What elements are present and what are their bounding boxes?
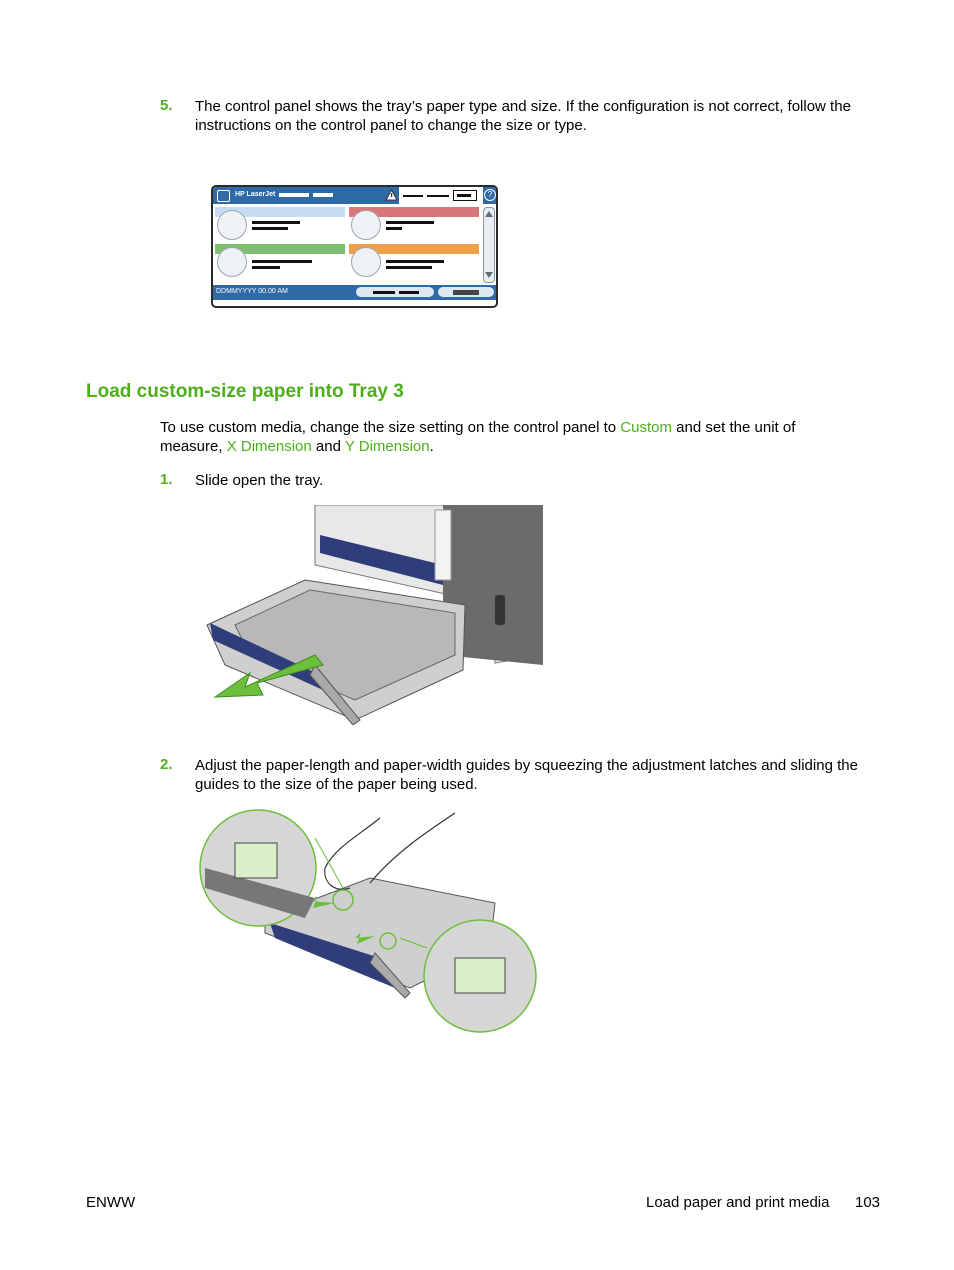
control-panel-illustration: HP LaserJet ? DDMMYYYY <box>211 185 498 308</box>
email-icon <box>217 247 247 277</box>
tile-email[interactable] <box>215 244 345 278</box>
folder-icon <box>351 247 381 277</box>
link-y-dimension[interactable]: Y Dimension <box>344 438 430 455</box>
intro-text-a: To use custom media, change the size set… <box>160 419 621 436</box>
step-5-number: 5. <box>160 97 173 114</box>
warning-icon <box>385 189 398 201</box>
link-x-dimension[interactable]: X Dimension <box>226 438 312 455</box>
footer-left: ENWW <box>86 1194 136 1211</box>
scroll-up-icon <box>485 211 493 217</box>
paper-guides-illustration <box>199 809 537 1033</box>
step-1-text: Slide open the tray. <box>195 472 324 489</box>
control-panel-date-time: DDMMYYYY 00.00 AM <box>216 288 288 295</box>
print-icon <box>351 210 381 240</box>
step-2-text: Adjust the paper-length and paper-width … <box>195 757 858 793</box>
tile-print[interactable] <box>349 207 479 241</box>
scroll-down-icon <box>485 272 493 278</box>
page-number: 103 <box>855 1194 881 1211</box>
hp-logo-icon <box>217 190 230 202</box>
footer-title: Load paper and print media <box>646 1194 830 1211</box>
intro-text-and: and <box>311 438 345 455</box>
copy-icon <box>217 210 247 240</box>
tray-open-illustration <box>206 505 543 725</box>
step-5-text: The control panel shows the tray’s paper… <box>195 98 851 134</box>
control-panel-header: HP LaserJet ? <box>213 187 496 204</box>
tile-copy[interactable] <box>215 207 345 241</box>
intro-text-end: . <box>429 438 434 455</box>
step-2-number: 2. <box>160 756 173 773</box>
step-1-number: 1. <box>160 471 173 488</box>
link-custom[interactable]: Custom <box>620 419 672 436</box>
control-panel-scrollbar[interactable] <box>483 207 495 283</box>
section-heading: Load custom-size paper into Tray 3 <box>86 381 404 402</box>
control-panel-status-bar: DDMMYYYY 00.00 AM <box>213 285 496 300</box>
control-panel-brand: HP LaserJet <box>235 191 276 198</box>
intro-text-b: and set the unit of measure, <box>160 419 796 455</box>
help-button[interactable]: ? <box>484 189 496 201</box>
tile-save-to-folder[interactable] <box>349 244 479 278</box>
intro-paragraph: To use custom media, change the size set… <box>160 418 860 456</box>
